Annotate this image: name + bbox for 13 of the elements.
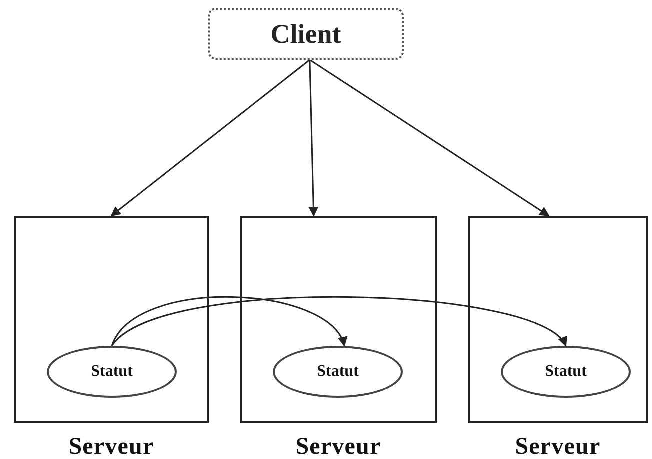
status-label: Statut [91,362,133,382]
arrow [110,59,310,217]
client-label: Client [270,18,342,51]
arrow [308,60,319,217]
server-label: Serveur [294,435,382,459]
server-label: Serveur [68,435,156,459]
server-label: Serveur [514,435,602,459]
arrow [111,296,346,347]
client-box [208,8,404,60]
status-label: Statut [545,362,587,382]
status-label: Statut [317,362,359,382]
arrow [310,59,550,217]
arrow [112,296,567,347]
